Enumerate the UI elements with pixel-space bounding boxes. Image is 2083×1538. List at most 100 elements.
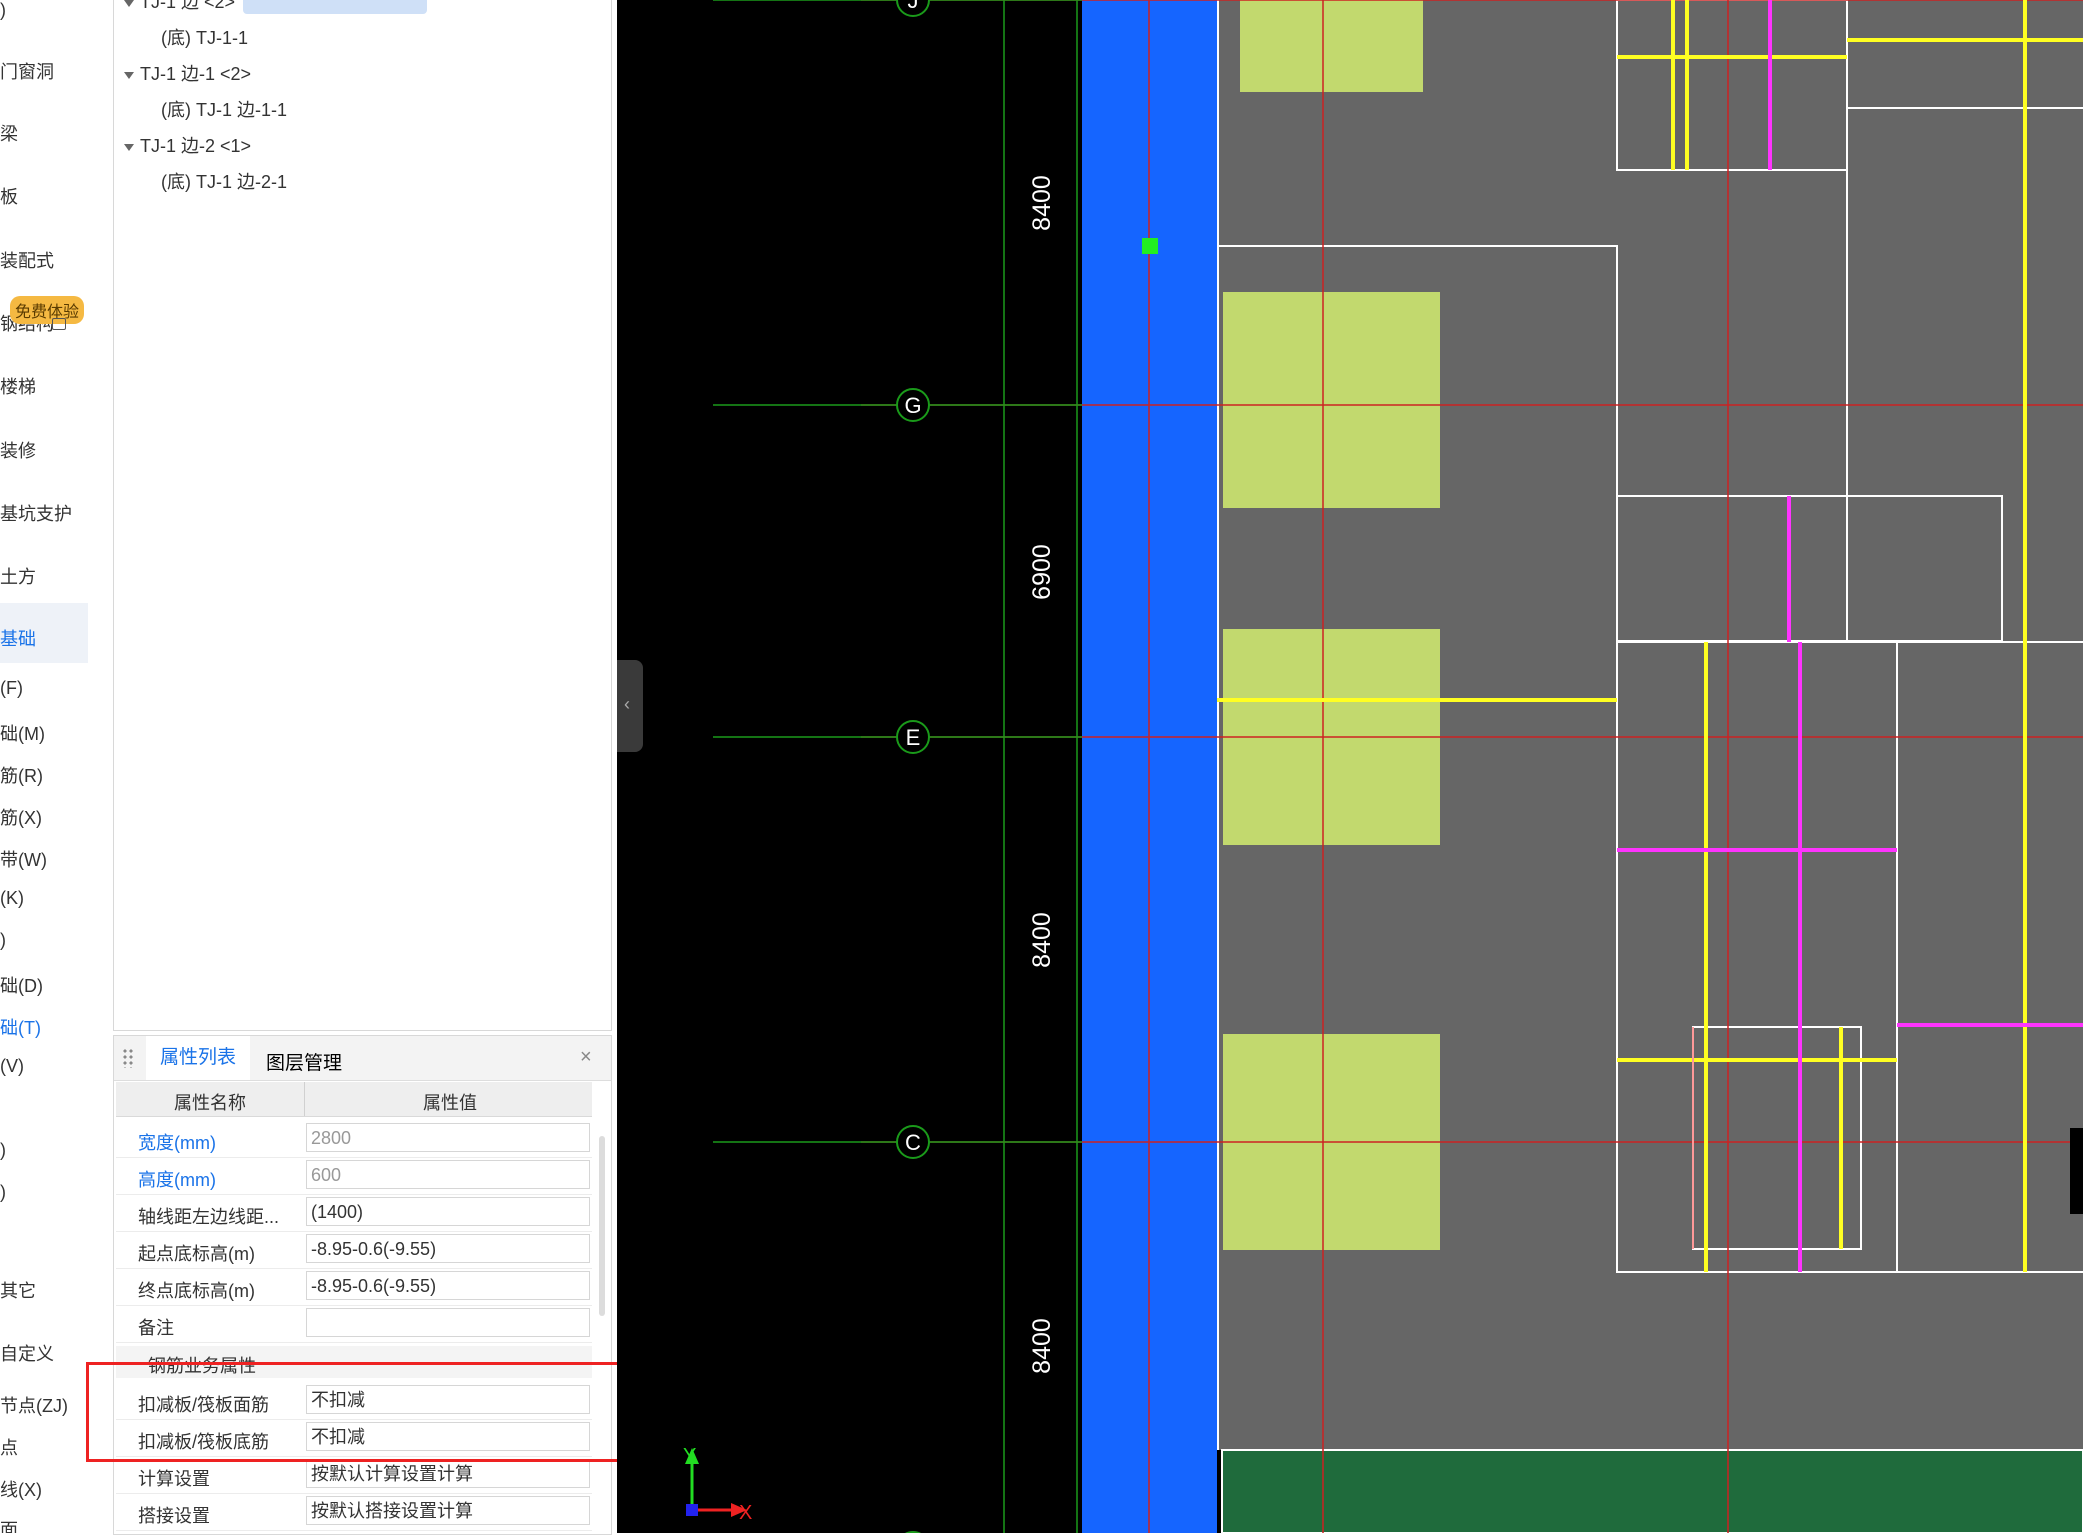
- nav-item[interactable]: 装配式: [0, 251, 54, 271]
- axis-label: E: [906, 725, 921, 750]
- column-header-value: 属性值: [423, 1093, 477, 1113]
- property-value-field[interactable]: 不扣减: [306, 1422, 590, 1451]
- lock-icon: [52, 318, 66, 330]
- dimension-text: 8400: [1028, 912, 1056, 968]
- tab-layer-management[interactable]: 图层管理: [266, 1053, 343, 1074]
- expand-caret-icon[interactable]: [124, 143, 134, 151]
- drag-handle-icon[interactable]: [122, 1048, 134, 1068]
- property-value-field[interactable]: 2800: [306, 1123, 590, 1152]
- property-value-field[interactable]: 按默认搭接设置计算: [306, 1496, 590, 1525]
- nav-item[interactable]: (V): [0, 1056, 24, 1076]
- dimension-text: 8400: [1028, 1318, 1056, 1374]
- property-row: 起点底标高(m)-8.95-0.6(-9.55): [116, 1231, 592, 1269]
- axis-label: J: [908, 0, 919, 13]
- property-scrollbar[interactable]: [599, 1136, 605, 1316]
- property-row: 高度(mm)600: [116, 1157, 592, 1195]
- tree-item-label: TJ-1 边-1 <2>: [140, 64, 252, 84]
- dimension-texts: 8400 6900 8400 8400: [1028, 175, 1056, 1374]
- axis-bubble: [896, 1125, 930, 1159]
- property-value-field[interactable]: 600: [306, 1160, 590, 1189]
- expand-caret-icon[interactable]: [124, 71, 134, 79]
- nav-item[interactable]: (F): [0, 678, 23, 698]
- nav-item[interactable]: 线(X): [0, 1480, 42, 1500]
- nav-item[interactable]: 筋(R): [0, 766, 43, 786]
- nav-item[interactable]: 装修: [0, 441, 36, 461]
- property-value-field[interactable]: 不扣减: [306, 1385, 590, 1414]
- nav-item[interactable]: ): [0, 1140, 6, 1160]
- dimension-text: 6900: [1028, 544, 1056, 600]
- pad-foundation[interactable]: [1240, 0, 1423, 92]
- nav-item[interactable]: 自定义: [0, 1344, 54, 1364]
- axis-leaders: [713, 0, 1082, 1143]
- tree-item[interactable]: TJ-1 边-1 <2>: [124, 60, 251, 86]
- nav-item[interactable]: ): [0, 1182, 6, 1202]
- panel-collapse-handle[interactable]: ‹: [617, 660, 643, 752]
- property-group-label: 钢筋业务属性: [148, 1356, 256, 1376]
- nav-item[interactable]: 其它: [0, 1281, 36, 1301]
- bottom-slab[interactable]: [1221, 1449, 2083, 1534]
- axis-bubble: [896, 0, 930, 17]
- nav-item[interactable]: 筋(X): [0, 808, 42, 828]
- property-name: 备注: [138, 1318, 174, 1338]
- nav-item[interactable]: 土方: [0, 567, 36, 587]
- magenta-rebar[interactable]: [1617, 0, 2083, 1272]
- tree-item[interactable]: TJ-1 边 <2>: [124, 0, 235, 14]
- tree-item[interactable]: (底) TJ-1 边-1-1: [161, 96, 287, 122]
- property-name: 宽度(mm): [138, 1133, 216, 1153]
- nav-item[interactable]: (K): [0, 888, 24, 908]
- yellow-rebar[interactable]: [1217, 0, 2083, 1272]
- nav-item[interactable]: 节点(ZJ): [0, 1396, 68, 1416]
- property-row: 轴线距左边线距... (1400): [116, 1194, 592, 1232]
- tree-item-label: (底) TJ-1 边-2-1: [161, 172, 287, 192]
- tab-property-list[interactable]: 属性列表: [146, 1036, 251, 1080]
- nav-item[interactable]: ): [0, 930, 6, 950]
- property-name: 终点底标高(m): [138, 1281, 255, 1301]
- property-value-field[interactable]: 按默认计算设置计算: [306, 1459, 590, 1488]
- nav-item[interactable]: 础(T): [0, 1018, 41, 1038]
- nav-item[interactable]: 楼梯: [0, 377, 36, 397]
- axis-label: C: [905, 1130, 921, 1155]
- axis-bubble: [896, 388, 930, 422]
- property-row: 搭接设置 按默认搭接设置计算: [116, 1493, 592, 1531]
- tree-item[interactable]: TJ-1 边-2 <1>: [124, 132, 251, 158]
- property-value-field[interactable]: (1400): [306, 1197, 590, 1226]
- nav-item[interactable]: 础(M): [0, 724, 45, 744]
- tree-item[interactable]: (底) TJ-1 边-2-1: [161, 168, 287, 194]
- nav-item[interactable]: 基坑支护: [0, 504, 72, 524]
- axis-bubble: [896, 720, 930, 754]
- expand-caret-icon[interactable]: [124, 0, 134, 7]
- property-name: 计算设置: [138, 1469, 210, 1489]
- cad-element[interactable]: [2070, 1128, 2083, 1214]
- dimension-text: 8400: [1028, 175, 1056, 231]
- property-row: 终点底标高(m) -8.95-0.6(-9.55): [116, 1268, 592, 1306]
- nav-item[interactable]: 带(W): [0, 850, 47, 870]
- nav-item[interactable]: 门窗洞: [0, 62, 54, 82]
- nav-item[interactable]: 础(D): [0, 976, 43, 996]
- tree-selected-highlight: [243, 0, 427, 14]
- chevron-left-icon: ‹: [624, 694, 630, 714]
- property-value-field[interactable]: -8.95-0.6(-9.55): [306, 1234, 590, 1263]
- left-nav: )门窗洞梁板装配式钢结构楼梯装修基坑支护土方基础(F)础(M)筋(R)筋(X)带…: [0, 0, 92, 1533]
- nav-item[interactable]: 点: [0, 1438, 18, 1458]
- grip-point[interactable]: [1142, 238, 1158, 254]
- property-name: 轴线距左边线距...: [138, 1207, 280, 1227]
- tree-item[interactable]: (底) TJ-1-1: [161, 24, 248, 50]
- column-header-name: 属性名称: [174, 1093, 246, 1113]
- pad-foundation[interactable]: [1223, 292, 1440, 508]
- property-value-field[interactable]: -8.95-0.6(-9.55): [306, 1271, 590, 1300]
- nav-item[interactable]: 板: [0, 187, 18, 207]
- property-name: 搭接设置: [138, 1506, 210, 1526]
- tree-item-label: (底) TJ-1-1: [161, 28, 248, 48]
- nav-item[interactable]: 梁: [0, 124, 18, 144]
- nav-item[interactable]: 基础: [0, 629, 36, 649]
- property-value-field[interactable]: [306, 1308, 590, 1337]
- property-row: 计算设置 按默认计算设置计算: [116, 1456, 592, 1494]
- tree-item-label: TJ-1 边-2 <1>: [140, 136, 252, 156]
- tree-item-label: (底) TJ-1 边-1-1: [161, 100, 287, 120]
- nav-item[interactable]: 面: [0, 1520, 18, 1533]
- nav-item[interactable]: ): [0, 0, 6, 20]
- close-icon[interactable]: ×: [580, 1046, 592, 1068]
- free-trial-badge[interactable]: 免费体验: [10, 296, 85, 324]
